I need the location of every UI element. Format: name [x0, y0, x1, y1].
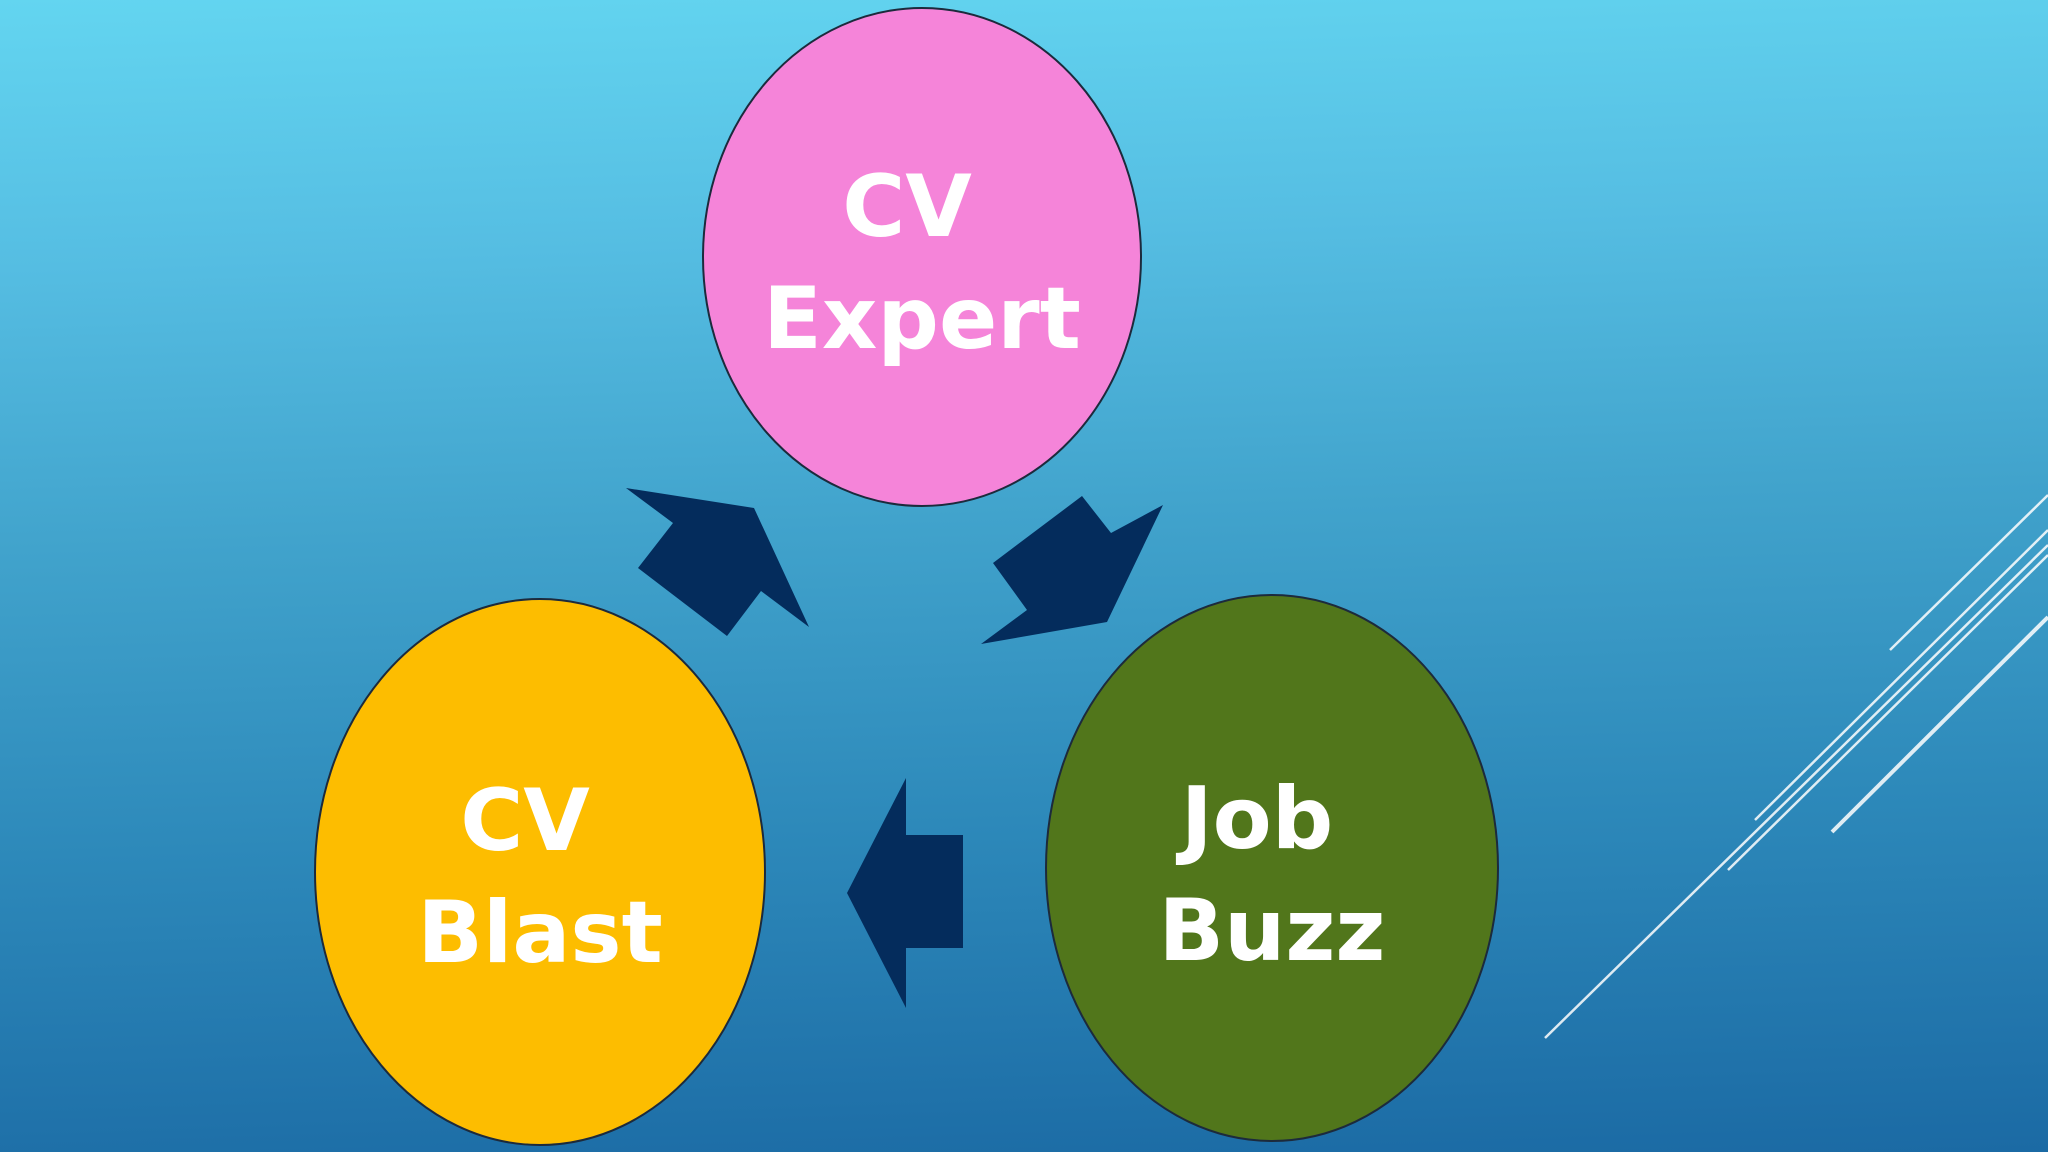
node-label-line: CV [460, 771, 590, 871]
node-label: CV Blast [417, 771, 662, 983]
node-label-line: Job [1176, 769, 1334, 869]
edge-arrows [626, 488, 1163, 1008]
node-cv-blast: CV Blast [314, 598, 766, 1146]
node-label-line: Blast [417, 883, 662, 983]
arrow-expert-to-buzz [981, 496, 1163, 644]
node-label-line: CV [842, 157, 972, 257]
node-label-line: Expert [763, 269, 1081, 369]
node-label: Job Buzz [1159, 769, 1386, 981]
node-cv-expert: CV Expert [702, 7, 1142, 507]
accent-line [1830, 615, 2048, 834]
decorative-lines [1544, 494, 2048, 1039]
accent-line [1727, 554, 2048, 871]
node-label: CV Expert [763, 157, 1081, 369]
node-circle [1045, 594, 1499, 1142]
node-job-buzz: Job Buzz [1045, 594, 1499, 1142]
arrow-blast-to-expert [626, 488, 809, 636]
node-circle [314, 598, 766, 1146]
node-circle [702, 7, 1142, 507]
accent-line [1889, 494, 2048, 651]
accent-line [1754, 529, 2048, 821]
accent-line [1544, 544, 2048, 1039]
node-label-line: Buzz [1159, 881, 1386, 981]
arrow-buzz-to-blast [847, 778, 963, 1008]
